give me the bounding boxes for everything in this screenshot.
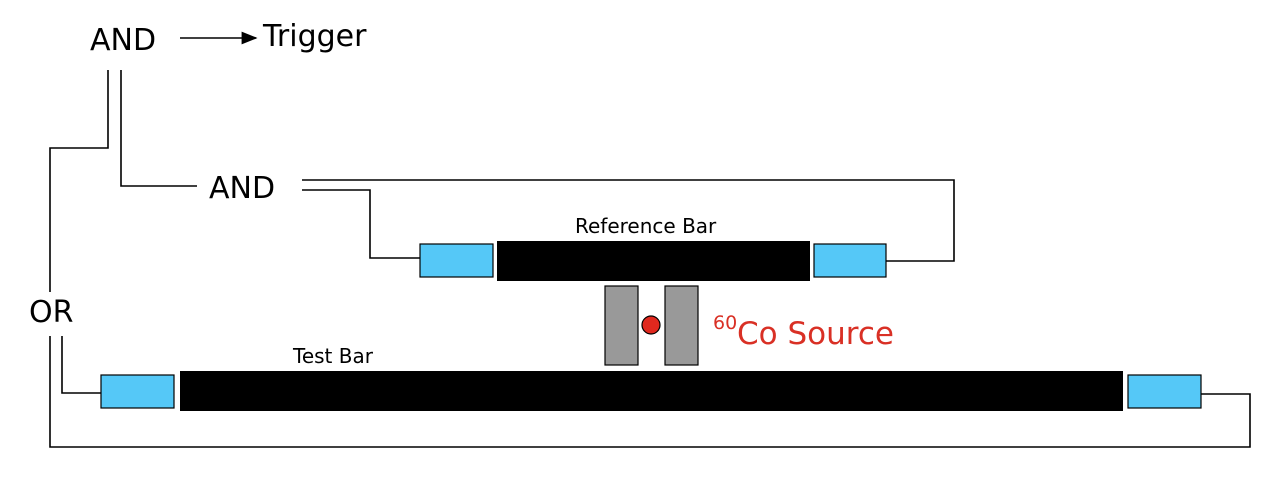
test-bar-assembly [100,371,1202,411]
source-name: Co Source [737,316,894,352]
test-left-pmt [100,374,175,409]
and-gate-top-label: AND [90,23,156,58]
or-gate-label: OR [29,295,73,330]
trigger-label: Trigger [262,19,367,54]
wiring [49,31,1251,448]
wire-and-to-ref-left-pmt [302,189,420,259]
wire-and-to-and [120,70,197,187]
wire-or-to-test-right-pmt [49,336,1251,448]
wire-and-to-ref-right-pmt [302,179,955,262]
source-isotope-superscript: 60 [713,312,737,334]
reference-bar [497,241,810,281]
wire-and-to-or [49,70,109,292]
test-bar-label: Test Bar [292,344,374,368]
reference-bar-label: Reference Bar [575,214,717,238]
reference-left-pmt [419,243,494,278]
source-label: 60 Co Source [713,312,894,352]
and-gate-middle-label: AND [209,171,275,206]
reference-bar-assembly [419,241,887,281]
reference-right-pmt [813,243,887,278]
wire-or-to-test-left-pmt [61,336,101,394]
test-bar [180,371,1123,411]
source-assembly [604,285,699,366]
source-dot-icon [641,315,661,335]
test-right-pmt [1127,374,1202,409]
left-shield-block [604,285,639,366]
right-shield-block [664,285,699,366]
